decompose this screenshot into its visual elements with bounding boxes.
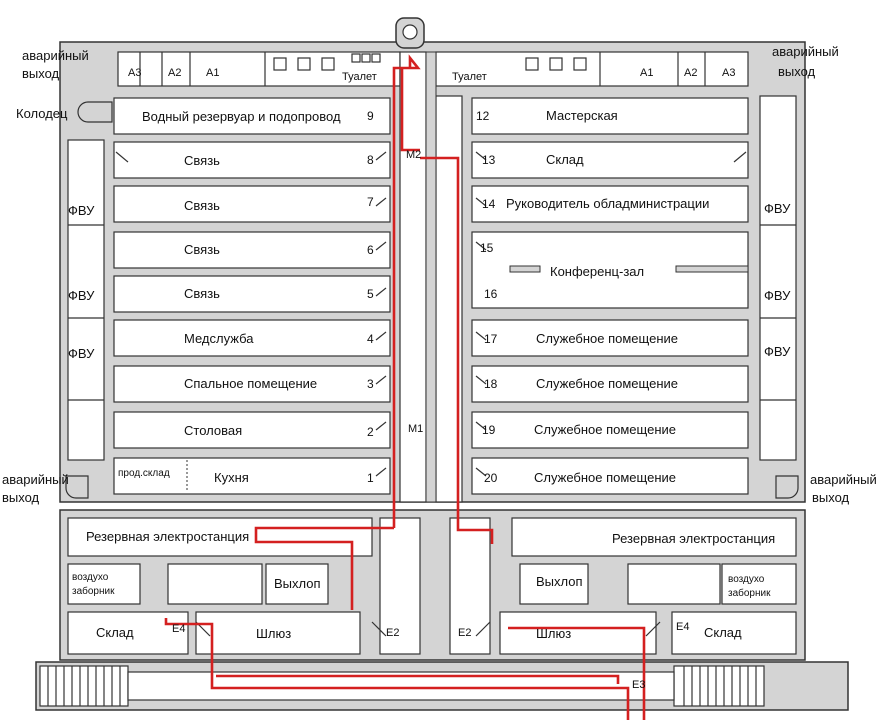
exhaust-right: Выхлоп xyxy=(536,574,583,589)
well-label: Колодец xyxy=(16,106,68,121)
room-4-num: 4 xyxy=(367,332,374,346)
room-19-num: 19 xyxy=(482,423,496,437)
warehouse-left: Склад xyxy=(96,625,134,640)
label-a3-left: А3 xyxy=(128,67,141,79)
conference-hall: Конференц-зал xyxy=(550,264,644,279)
exit-top-left-l1: аварийный xyxy=(22,48,89,63)
room-20-num: 20 xyxy=(484,471,498,485)
stairs xyxy=(39,665,765,707)
exhaust-left: Выхлоп xyxy=(274,576,321,591)
route-upper-left xyxy=(392,54,421,528)
room-17-name: Служебное помещение xyxy=(536,331,678,346)
evacuation-routes xyxy=(164,54,646,720)
right-rooms xyxy=(471,97,749,495)
air-intake-right-l1: воздухо xyxy=(728,574,765,585)
room-5-num: 5 xyxy=(367,287,374,301)
room-4-name: Медслужба xyxy=(184,331,254,346)
label-a1-left: А1 xyxy=(206,67,219,79)
fvu-left-2: ФВУ xyxy=(68,288,95,303)
room-2-num: 2 xyxy=(367,425,374,439)
exit-top-left-l2: выход xyxy=(22,66,60,81)
room-14-name: Руководитель обладминистрации xyxy=(506,196,709,211)
central-corridor xyxy=(399,51,463,503)
route-ramp xyxy=(216,674,620,684)
room-8-num: 8 xyxy=(367,153,374,167)
label-e4-left: Е4 xyxy=(172,623,185,635)
air-intake-right-l2: заборник xyxy=(728,587,771,599)
room-18-num: 18 xyxy=(484,377,498,391)
room-17-num: 17 xyxy=(484,332,498,346)
room-9-num: 9 xyxy=(367,109,374,123)
label-e3: Е3 xyxy=(632,679,645,691)
label-e2-left: Е2 xyxy=(386,627,399,639)
lock-right: Шлюз xyxy=(536,626,571,641)
room-7-num: 7 xyxy=(367,195,374,209)
exit-top-right-l2: выход xyxy=(778,64,816,79)
label-m2: М2 xyxy=(406,149,421,161)
door-marks xyxy=(115,151,747,637)
plan-labels: аварийный выход аварийный выход аварийны… xyxy=(2,44,877,691)
air-intake-left-l2: заборник xyxy=(72,585,115,597)
label-a2-right: А2 xyxy=(684,67,697,79)
route-lockright xyxy=(508,626,646,720)
room-6-num: 6 xyxy=(367,243,374,257)
room-13-name: Склад xyxy=(546,152,584,167)
label-a1-right: А1 xyxy=(640,67,653,79)
room-7-name: Связь xyxy=(184,198,220,213)
toilet-right: Туалет xyxy=(452,71,487,83)
fvu-right-2: ФВУ xyxy=(764,288,791,303)
room-18-name: Служебное помещение xyxy=(536,376,678,391)
fvu-right-1: ФВУ xyxy=(764,201,791,216)
food-storage-label: прод.склад xyxy=(118,468,170,479)
fvu-right-3: ФВУ xyxy=(764,344,791,359)
label-e4-right: Е4 xyxy=(676,621,689,633)
filter-columns xyxy=(67,95,797,461)
room-1-num: 1 xyxy=(367,471,374,485)
room-14-num: 14 xyxy=(482,197,496,211)
room-3-num: 3 xyxy=(367,377,374,391)
exit-bottom-right-l2: выход xyxy=(812,490,850,505)
label-a2-left: А2 xyxy=(168,67,181,79)
exit-bottom-left-l1: аварийный xyxy=(2,472,69,487)
reserve-power-right: Резервная электростанция xyxy=(612,531,775,546)
room-19-name: Служебное помещение xyxy=(534,422,676,437)
room-12-num: 12 xyxy=(476,109,490,123)
room-5-name: Связь xyxy=(184,286,220,301)
room-13-num: 13 xyxy=(482,153,496,167)
room-8-name: Связь xyxy=(184,153,220,168)
toilet-left: Туалет xyxy=(342,71,377,83)
route-lockleft xyxy=(164,618,630,720)
exit-top-right-l1: аварийный xyxy=(772,44,839,59)
room-15-num: 15 xyxy=(480,241,494,255)
fvu-left-1: ФВУ xyxy=(68,203,95,218)
reserve-power-left: Резервная электростанция xyxy=(86,529,249,544)
lower-rooms xyxy=(67,517,797,655)
label-e2-right: Е2 xyxy=(458,627,471,639)
label-m1: М1 xyxy=(408,423,423,435)
warehouse-right: Склад xyxy=(704,625,742,640)
left-rooms xyxy=(113,97,391,495)
room-1-name: Кухня xyxy=(214,470,249,485)
room-3-name: Спальное помещение xyxy=(184,376,317,391)
top-strip xyxy=(117,51,749,87)
exit-bottom-left-l2: выход xyxy=(2,490,40,505)
label-a3-right: А3 xyxy=(722,67,735,79)
room-2-name: Столовая xyxy=(184,423,242,438)
room-16-num: 16 xyxy=(484,287,498,301)
room-20-name: Служебное помещение xyxy=(534,470,676,485)
fvu-left-3: ФВУ xyxy=(68,346,95,361)
side-exits xyxy=(65,101,799,499)
air-intake-left-l1: воздухо xyxy=(72,572,109,583)
exit-bottom-right-l1: аварийный xyxy=(810,472,877,487)
route-upper-right xyxy=(420,156,494,544)
room-6-name: Связь xyxy=(184,242,220,257)
room-12-name: Мастерская xyxy=(546,108,618,123)
lock-left: Шлюз xyxy=(256,626,291,641)
room-9-name: Водный резервуар и подопровод xyxy=(142,109,341,124)
route-lower-left xyxy=(254,526,394,610)
